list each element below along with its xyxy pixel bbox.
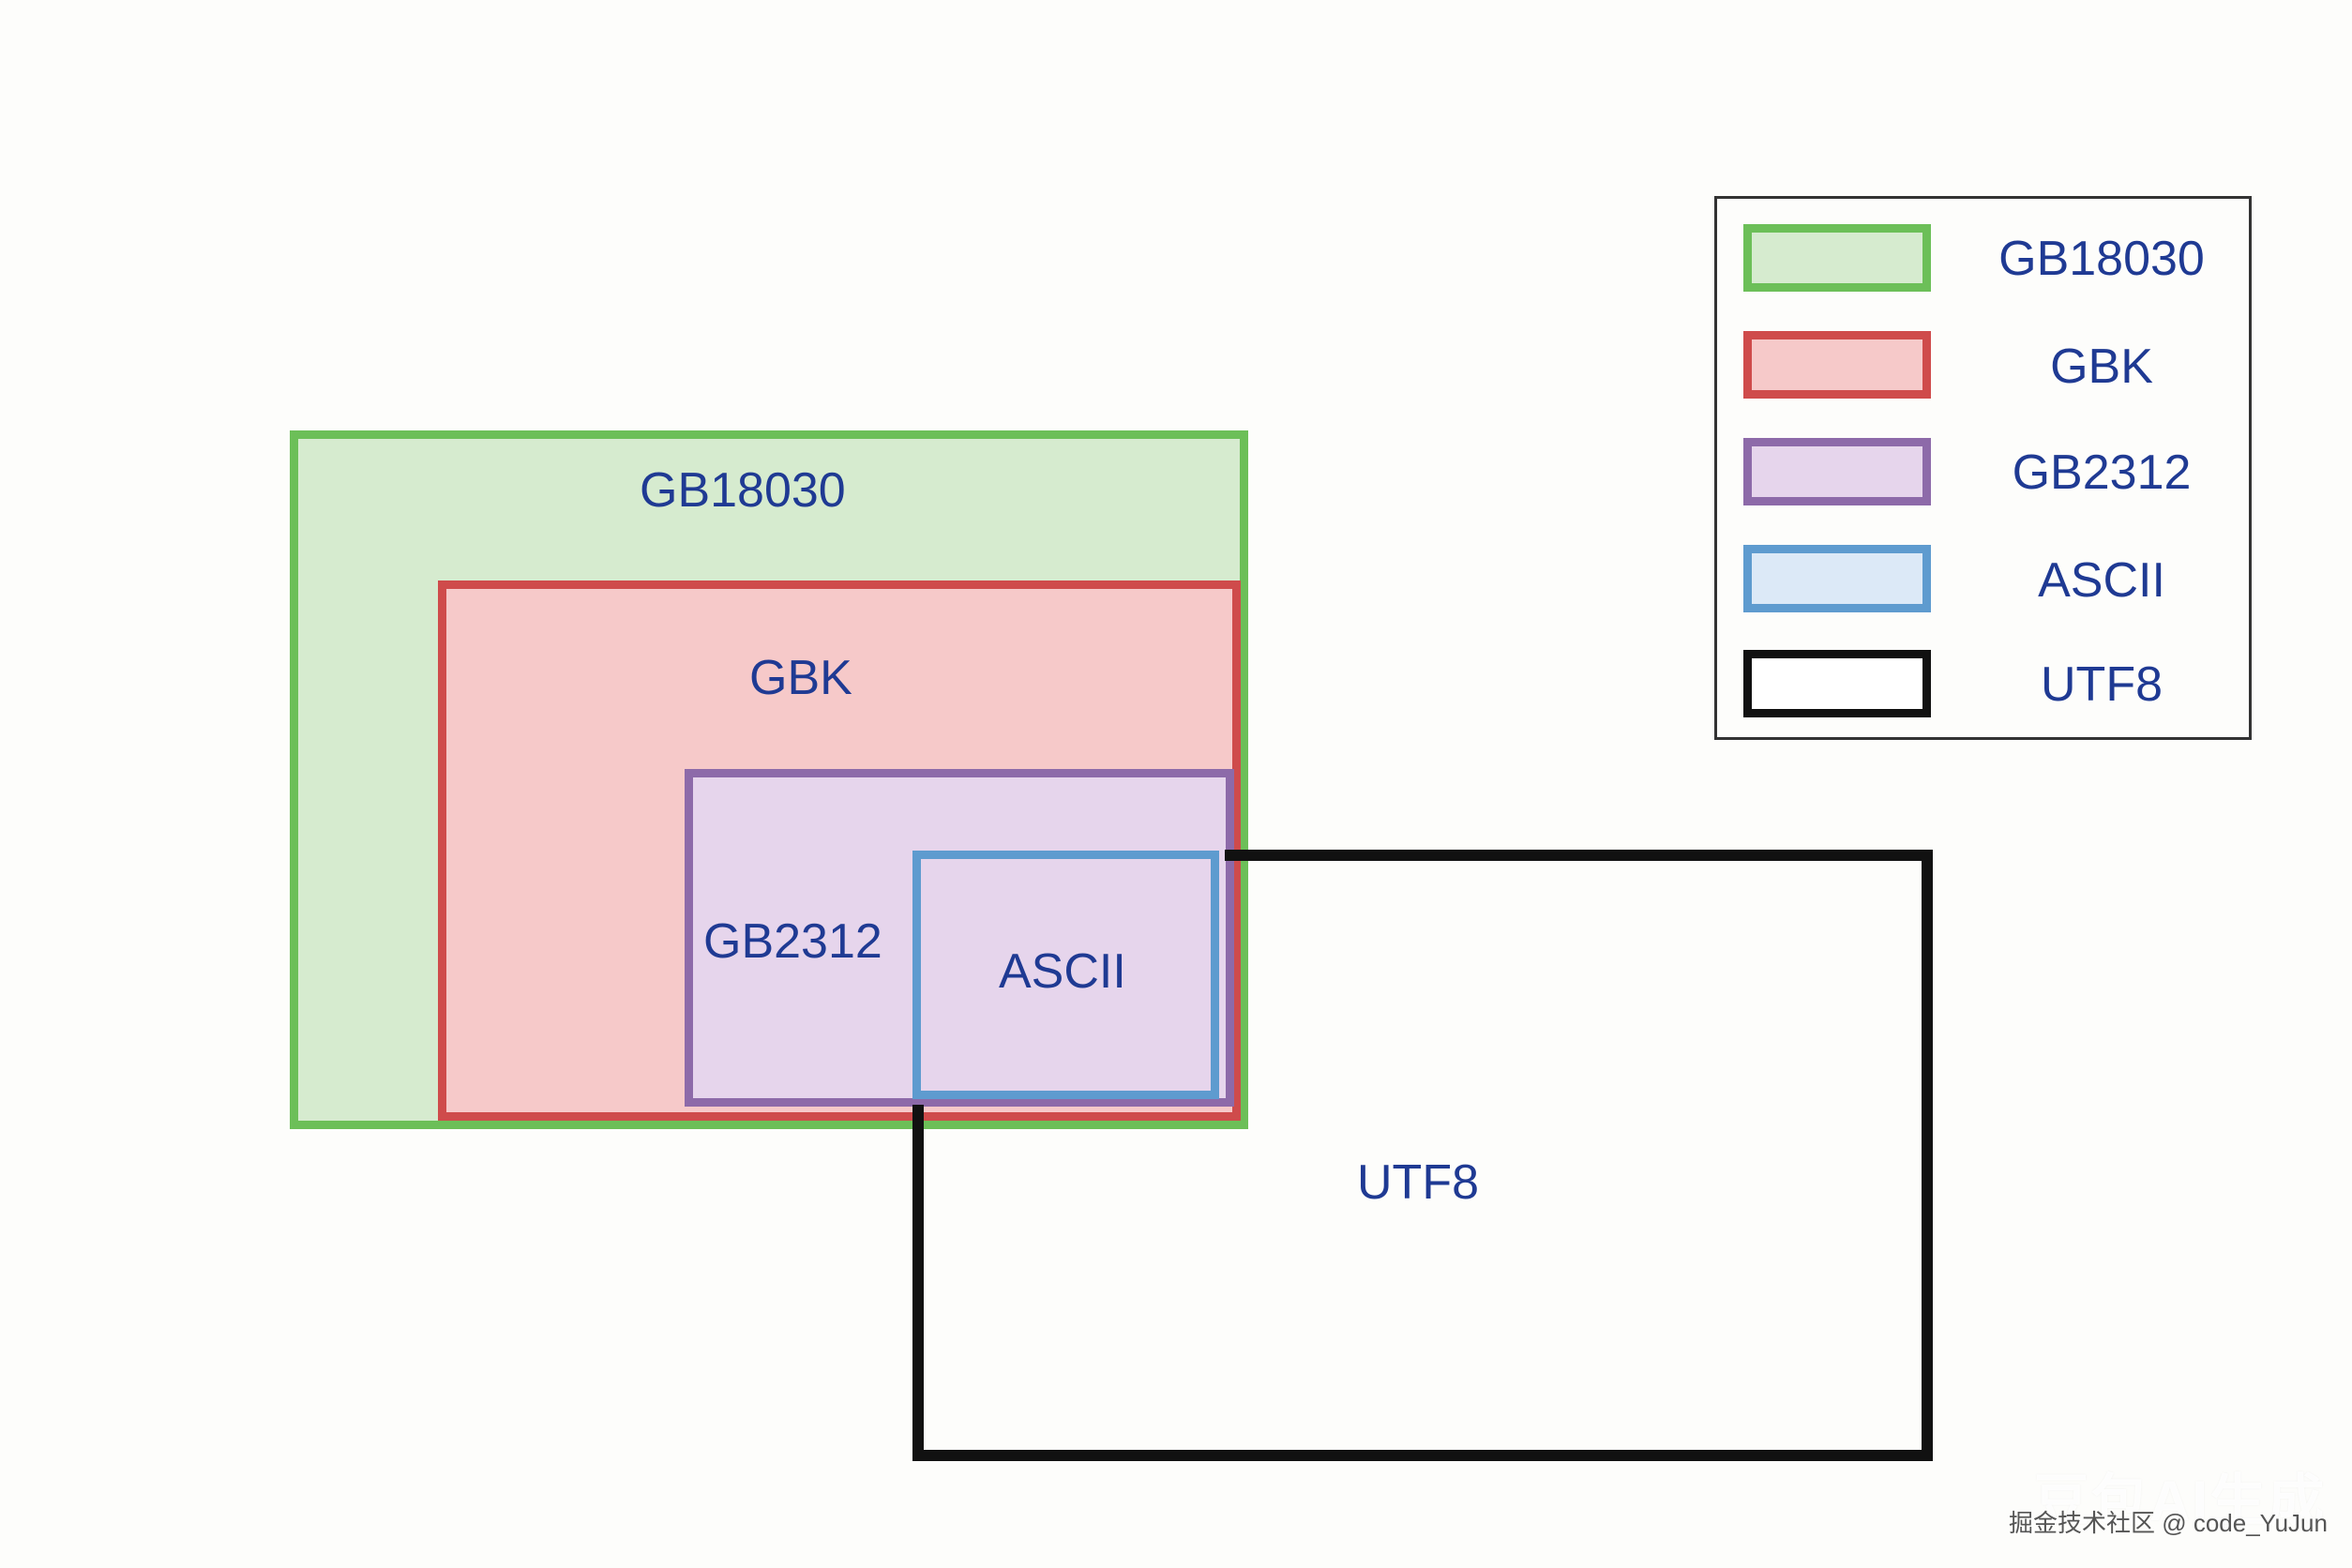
legend: GB18030 GBK GB2312 ASCII UTF8 [1714,196,2252,740]
utf8-box-top-edge [1225,850,1931,861]
legend-swatch-utf8 [1743,650,1931,717]
utf8-box-bottom-edge [912,1450,1933,1461]
legend-label-utf8: UTF8 [2041,657,2163,712]
legend-label-gbk: GBK [2050,339,2153,394]
utf8-box-left-edge [912,1105,924,1461]
legend-swatch-gbk [1743,331,1931,399]
utf8-box-right-edge [1922,850,1933,1459]
legend-label-ascii: ASCII [2038,553,2165,608]
legend-swatch-gb2312 [1743,438,1931,505]
legend-label-gb18030: GB18030 [1998,232,2205,286]
legend-swatch-gb18030 [1743,224,1931,292]
gb18030-box-label: GB18030 [640,463,846,518]
watermark-logo: 豆包AI生成 [2033,1470,2326,1532]
ascii-box [912,851,1219,1099]
watermark-credit: 掘金技术社区 @ code_YuJun [2009,1509,2328,1537]
gbk-box-label: GBK [749,651,852,705]
legend-label-gb2312: GB2312 [2012,445,2192,500]
legend-swatch-ascii [1743,545,1931,612]
ascii-box-label: ASCII [999,944,1126,999]
utf8-box-label: UTF8 [1357,1155,1479,1210]
gb2312-box-label: GB2312 [703,914,882,969]
